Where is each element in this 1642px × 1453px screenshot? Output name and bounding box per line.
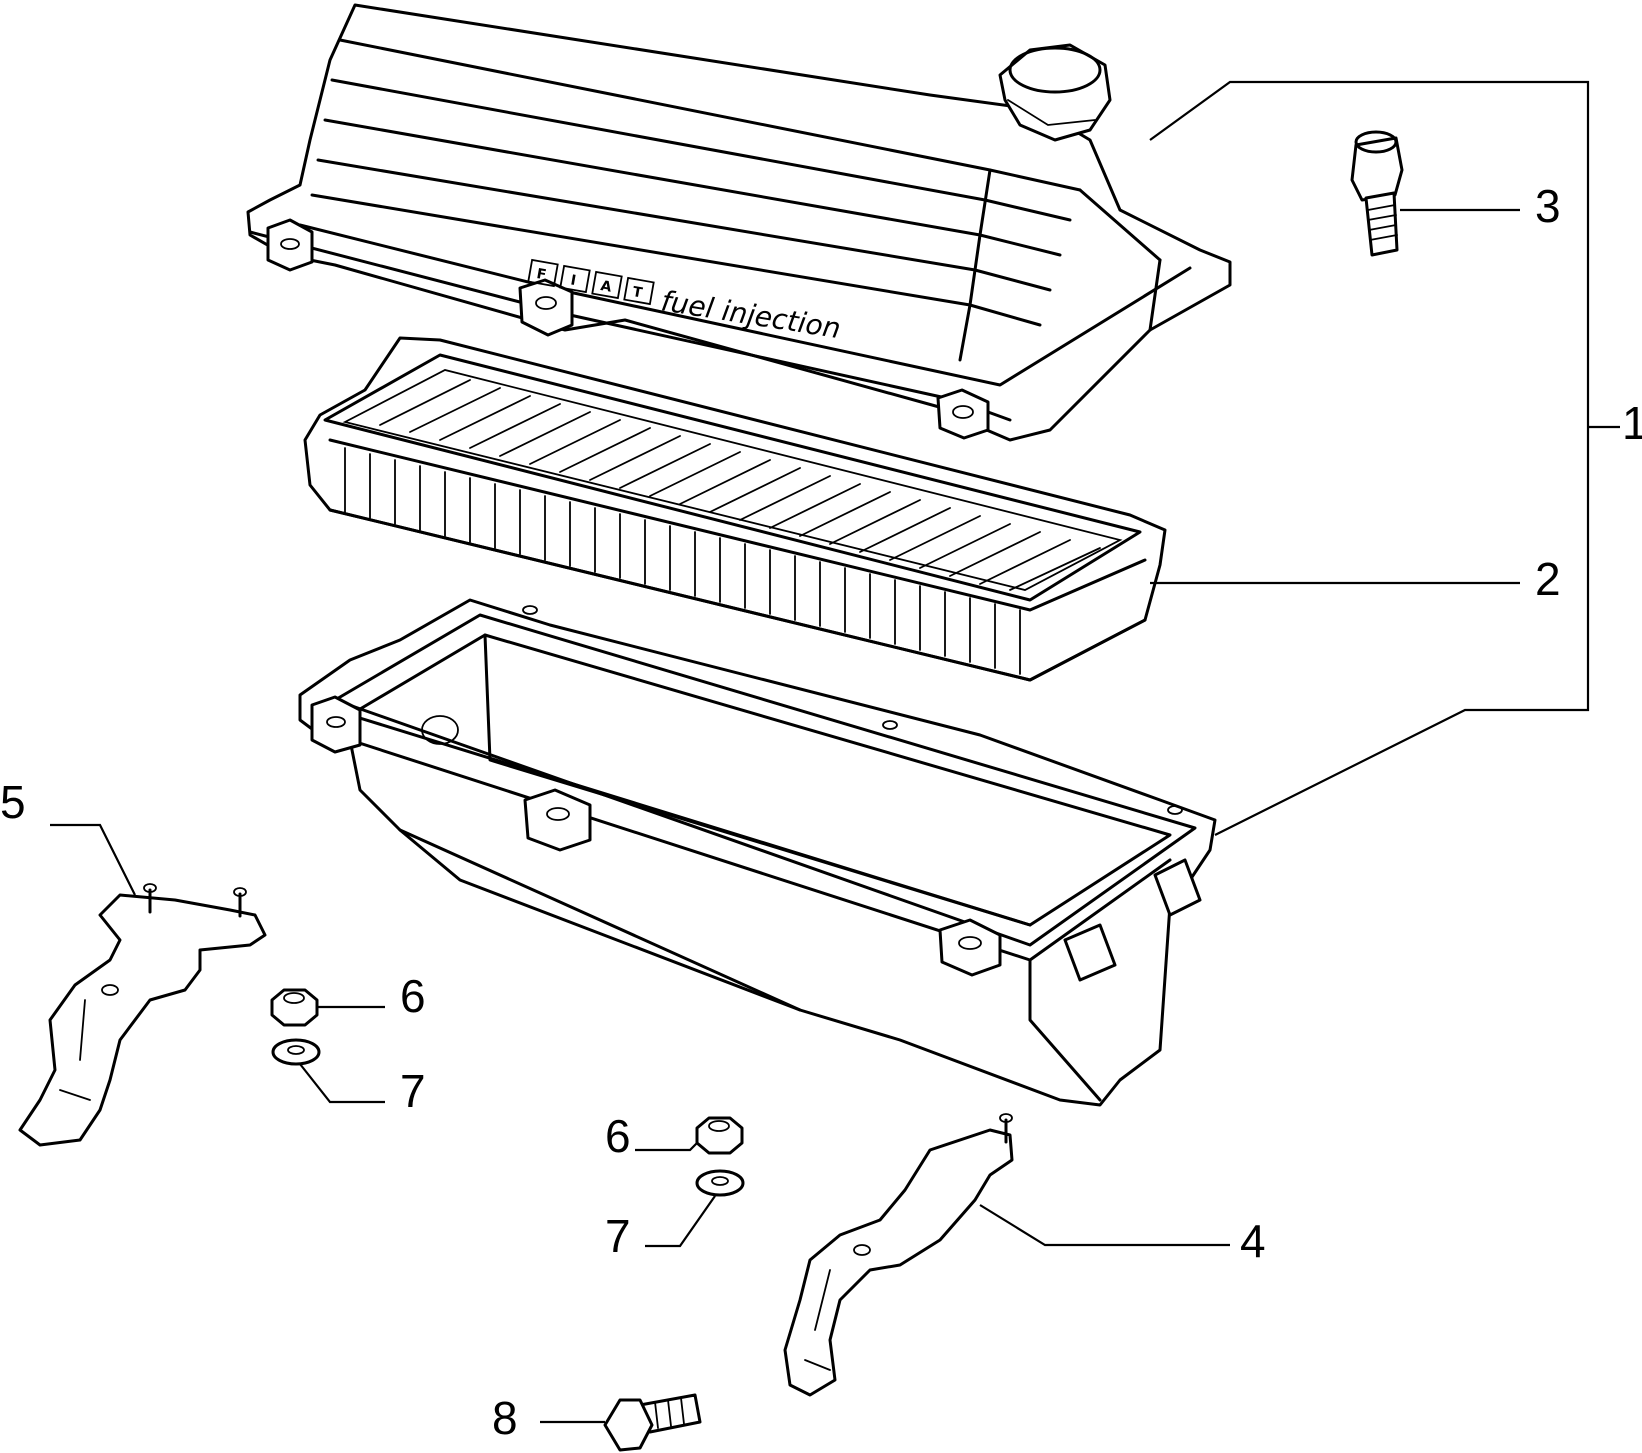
callout-3: 3	[1535, 180, 1561, 232]
washer-part-7-left	[271, 1038, 321, 1066]
callout-6-right: 6	[605, 1110, 631, 1162]
air-filter-housing	[298, 598, 1217, 1107]
callout-1: 1	[1622, 397, 1642, 449]
fiat-letter-a: A	[599, 278, 613, 296]
nut-part-6-right	[695, 1116, 744, 1155]
filter-pleats-side	[344, 447, 1021, 675]
washer-part-7-right	[695, 1169, 745, 1197]
callout-4: 4	[1240, 1215, 1266, 1267]
nut-part-6-left	[270, 988, 319, 1027]
screw-part-3	[1350, 130, 1404, 257]
callout-6-left: 6	[400, 970, 426, 1022]
fiat-letter-i: I	[569, 272, 577, 289]
callout-labels: 1 2 3 4 5 6 7 6 7 8	[0, 180, 1642, 1444]
filter-element	[303, 336, 1167, 682]
callout-7-left: 7	[400, 1065, 426, 1117]
callout-2: 2	[1535, 553, 1561, 605]
leader-lines	[50, 80, 1620, 1424]
callout-5: 5	[0, 776, 26, 828]
air-filter-cover: F I A T fuel injection	[246, 3, 1232, 442]
fiat-letter-f: F	[535, 266, 547, 283]
filter-pleats-top	[379, 379, 1101, 591]
fiat-letter-boxes: F I A T	[527, 258, 655, 306]
screw-part-8	[603, 1393, 702, 1452]
callout-7-right: 7	[605, 1210, 631, 1262]
bracket-part-4	[783, 1113, 1014, 1397]
callout-8: 8	[492, 1392, 518, 1444]
fiat-letter-t: T	[631, 284, 644, 301]
bracket-part-5	[18, 883, 267, 1147]
